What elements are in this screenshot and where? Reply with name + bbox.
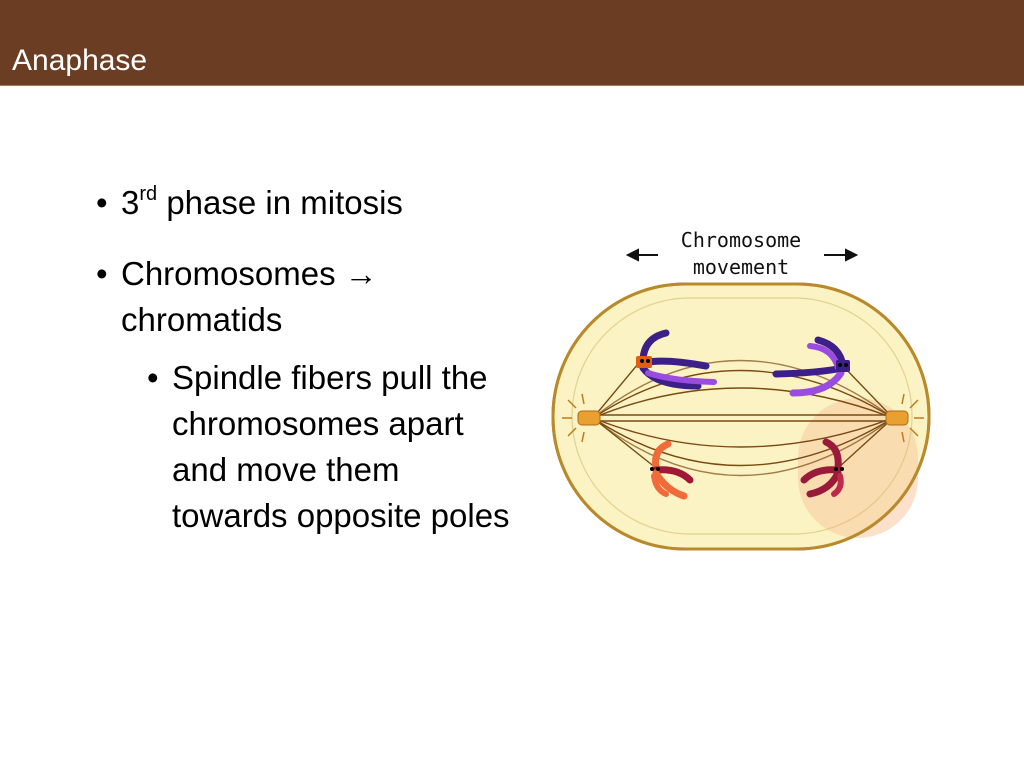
cell-inner-ring bbox=[571, 297, 913, 535]
cell-outline bbox=[551, 282, 931, 551]
bullet-list: • 3rd phase in mitosis • Chromosomes → chro… bbox=[96, 180, 516, 539]
caption-line-chromosome: Chromosome bbox=[681, 228, 801, 252]
sub-bullet-spindle: • Spindle fibers pull the chromosomes apa… bbox=[147, 355, 516, 539]
cell-shading bbox=[798, 398, 918, 538]
bullet-chromatids-text: chromatids bbox=[121, 301, 283, 338]
anaphase-diagram: Chromosome movement bbox=[548, 218, 938, 558]
bullet-phase-number: 3 bbox=[121, 184, 140, 221]
movement-arrow-right-icon bbox=[824, 248, 859, 262]
centrosome-right bbox=[885, 393, 924, 443]
chromatid-group-purple-right bbox=[772, 336, 850, 397]
sub-bullet-spindle-text: Spindle fibers pull the chromosomes apar… bbox=[172, 359, 510, 534]
bullet-phase-text: phase in mitosis bbox=[157, 184, 403, 221]
chromatid-group-purple-left bbox=[636, 329, 717, 390]
bullet-dot: • bbox=[96, 184, 108, 221]
bullet-phase-ordinal: rd bbox=[139, 183, 158, 205]
anaphase-cell-illustration: Chromosome movement bbox=[551, 228, 931, 551]
spindle-fibers bbox=[592, 357, 894, 477]
slide-title: Anaphase bbox=[12, 44, 148, 77]
chromatid-group-maroon-right bbox=[800, 438, 844, 498]
bullet-item-chromosomes: • Chromosomes → chromatids bbox=[96, 251, 516, 343]
title-bar: Anaphase bbox=[0, 0, 1024, 86]
movement-arrow-left-icon bbox=[625, 248, 658, 262]
caption-line-movement: movement bbox=[693, 255, 789, 279]
bullet-dot: • bbox=[96, 255, 108, 292]
right-arrow-icon: → bbox=[344, 255, 378, 292]
centrosome-left bbox=[562, 393, 601, 443]
chromatid-group-orange-left bbox=[650, 440, 694, 500]
bullet-chromosomes-text: Chromosomes bbox=[121, 255, 345, 292]
bullet-item-phase: • 3rd phase in mitosis bbox=[96, 180, 516, 231]
bullet-dot: • bbox=[147, 359, 159, 396]
